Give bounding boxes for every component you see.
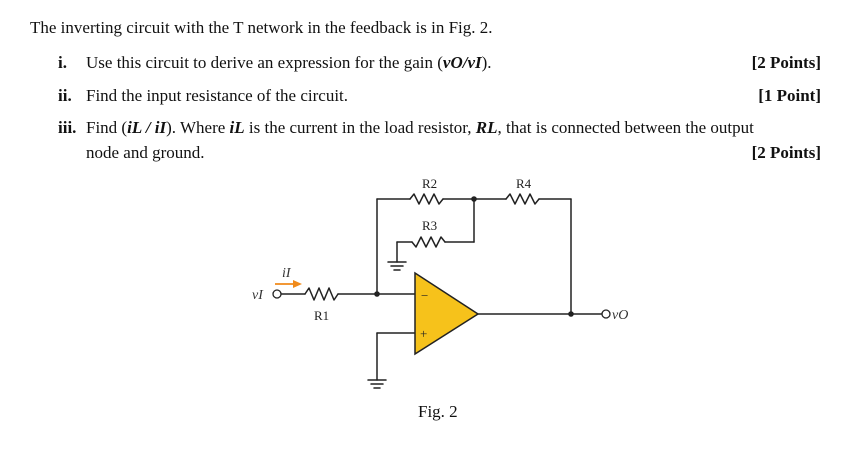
label-plus: + [420,326,427,341]
label-minus: − [421,288,428,303]
question-3-text-line2: node and ground. [86,143,205,162]
question-1-text-a: Use this circuit to derive an expression… [86,53,443,72]
question-2-number: ii. [58,86,72,105]
question-3-text-a: Find ( [86,118,128,137]
junction-inverting [374,291,380,297]
question-3-load-resistor: RL [475,118,498,137]
question-3-text-b: ). Where [166,118,230,137]
question-3-load-current: iL [229,118,245,137]
resistor-r2 [409,193,444,205]
question-3-text-c: is the current in the load resistor, [244,118,476,137]
label-ii: iI [282,266,292,281]
junction-t-node [471,196,477,202]
question-1-text-b: ). [481,53,492,72]
question-1-gain-expr: vO/vI [442,53,482,72]
current-arrow-icon [293,280,302,288]
junction-output [568,311,574,317]
question-1-text: Use this circuit to derive an expression… [86,53,492,73]
label-vo: vO [612,308,628,323]
label-vi: vI [252,288,264,303]
question-2-text: Find the input resistance of the circuit… [86,86,349,105]
intro-text: The inverting circuit with the T network… [30,18,493,37]
label-r2: R2 [422,176,437,191]
output-terminal [601,309,611,319]
figure-caption: Fig. 2 [418,402,458,421]
question-1-points: [2 Points] [751,53,821,72]
resistor-r3 [411,236,446,248]
resistor-r1 [304,287,339,301]
question-1-number: i. [58,53,67,72]
label-r1: R1 [314,308,329,323]
question-3-current-ratio: iL / iI [127,118,167,137]
question-3-text-d: , that is connected between the output [497,118,754,137]
input-terminal [272,289,282,299]
question-3-number: iii. [58,118,77,137]
label-r4: R4 [516,176,532,191]
opamp-triangle [414,271,480,356]
question-3-points: [2 Points] [751,143,821,162]
question-3-text: Find (iL / iI). Where iL is the current … [86,118,754,138]
label-r3: R3 [422,218,437,233]
resistor-r4 [505,193,540,205]
question-2-points: [1 Point] [758,86,821,105]
